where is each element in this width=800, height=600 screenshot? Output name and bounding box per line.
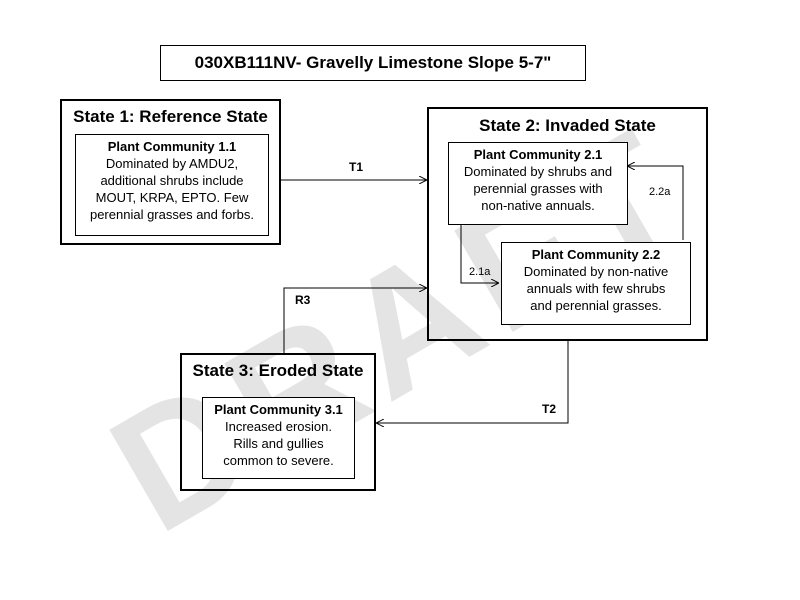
state-3-box: State 3: Eroded State Plant Community 3.… xyxy=(180,353,376,491)
pc-2-1-line: Dominated by shrubs and xyxy=(463,164,613,179)
diagram-title: 030XB111NV- Gravelly Limestone Slope 5-7… xyxy=(160,45,586,81)
plant-community-2-1: Plant Community 2.1 Dominated by shrubs … xyxy=(448,142,628,225)
r3-label: R3 xyxy=(295,293,311,307)
pc-2-1-line: non-native annuals. xyxy=(481,198,595,213)
state-2-title: State 2: Invaded State xyxy=(479,116,656,135)
pc-3-1-line: Increased erosion. xyxy=(225,419,332,434)
pc-2-2-line: and perennial grasses. xyxy=(530,298,662,313)
pc-3-1-line: common to severe. xyxy=(223,453,334,468)
pathway-2-2a-arrow xyxy=(628,166,684,240)
state-2-box: State 2: Invaded State Plant Community 2… xyxy=(427,107,708,341)
state-1-title: State 1: Reference State xyxy=(73,107,268,126)
pc-1-1-title: Plant Community 1.1 xyxy=(107,139,237,154)
plant-community-2-2: Plant Community 2.2 Dominated by non-nat… xyxy=(501,242,691,325)
state-1-box: State 1: Reference State Plant Community… xyxy=(60,99,281,245)
pc-2-1-line: perennial grasses with xyxy=(473,181,603,196)
pc-2-2-title: Plant Community 2.2 xyxy=(531,247,661,262)
pathway-2-2a-label: 2.2a xyxy=(649,186,671,198)
pc-1-1-line: additional shrubs include xyxy=(100,173,244,188)
pc-2-2-line: annuals with few shrubs xyxy=(526,281,666,296)
t2-label: T2 xyxy=(542,402,557,416)
pc-2-2-line: Dominated by non-native xyxy=(523,264,669,279)
pathway-2-1a-label: 2.1a xyxy=(469,266,491,278)
pc-1-1-line: perennial grasses and forbs. xyxy=(89,207,255,222)
plant-community-3-1: Plant Community 3.1 Increased erosion. R… xyxy=(202,397,355,479)
pathway-2-1a-arrow xyxy=(460,224,498,283)
pc-3-1-line: Rills and gullies xyxy=(233,436,324,451)
pc-2-1-title: Plant Community 2.1 xyxy=(473,147,603,162)
plant-community-1-1: Plant Community 1.1 Dominated by AMDU2, … xyxy=(75,134,269,236)
pc-3-1-title: Plant Community 3.1 xyxy=(214,402,343,417)
t2-arrow xyxy=(377,341,569,423)
pc-1-1-line: MOUT, KRPA, EPTO. Few xyxy=(95,190,249,205)
pc-1-1-line: Dominated by AMDU2, xyxy=(105,156,239,171)
r3-arrow xyxy=(283,288,426,353)
state-3-title: State 3: Eroded State xyxy=(192,361,364,380)
t1-label: T1 xyxy=(349,160,364,174)
